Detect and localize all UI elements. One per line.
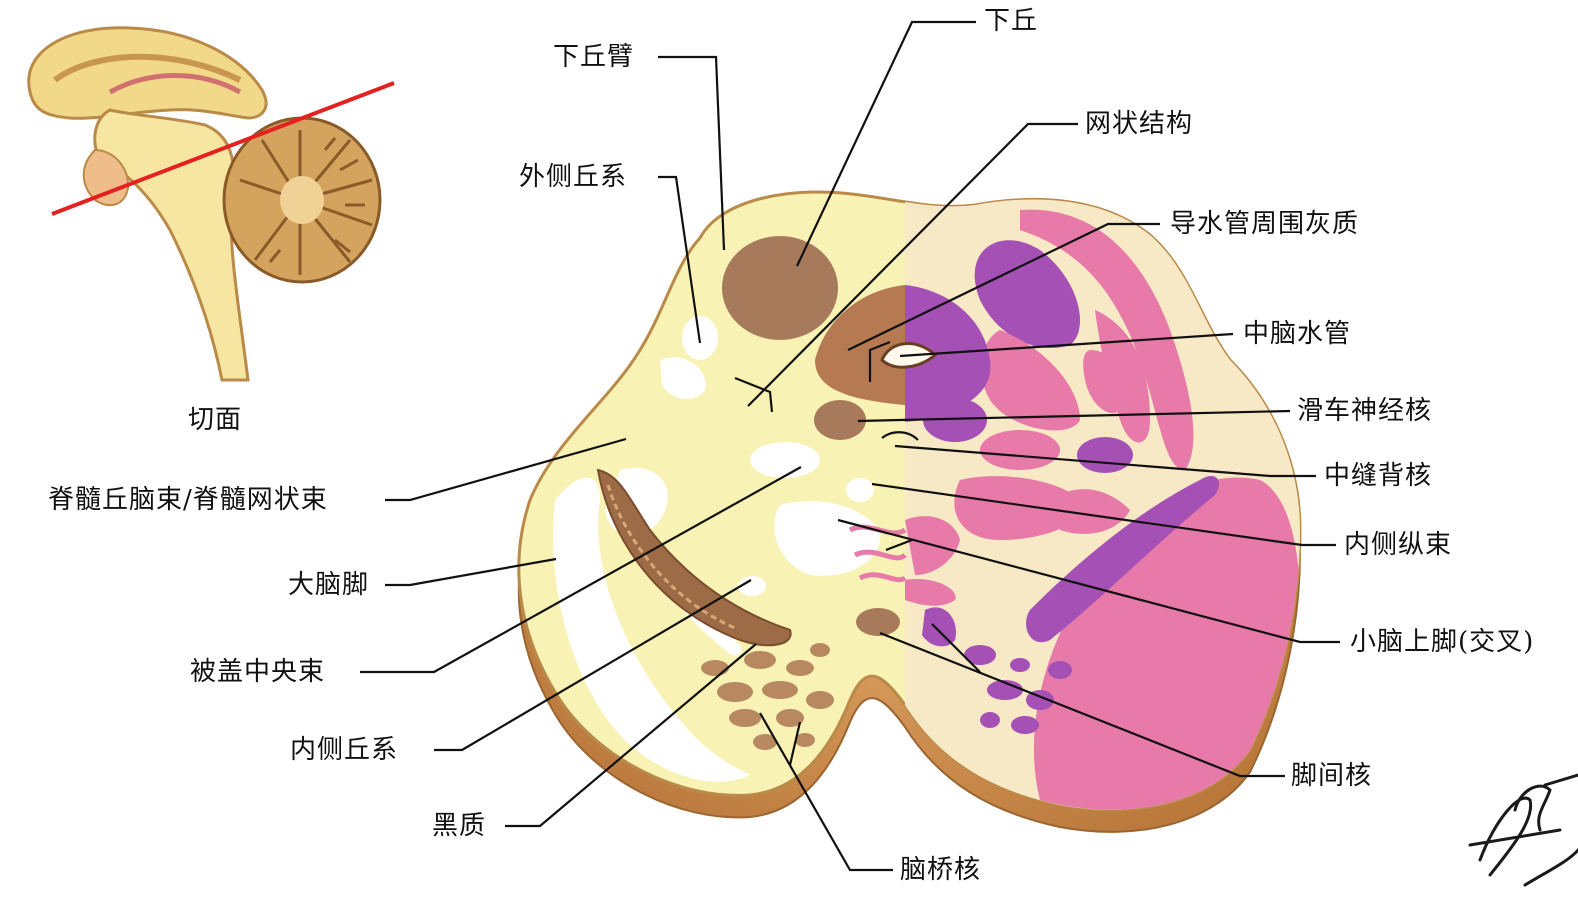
label-cerebral-aqueduct: 中脑水管 [1243,319,1351,349]
label-inferior-colliculus: 下丘 [984,6,1038,36]
midbrain-section [519,180,1325,832]
brainstem [95,110,248,380]
inferior-colliculus-shape [722,236,838,340]
label-lateral-lemniscus: 外侧丘系 [519,162,627,192]
label-reticular-formation: 网状结构 [1085,109,1193,139]
label-medial-lemniscus: 内侧丘系 [290,735,398,765]
label-interpeduncular-nucleus: 脚间核 [1291,761,1372,791]
label-brachium-inferior-colliculus: 下丘臂 [553,42,634,72]
label-pontine-nuclei: 脑桥核 [900,855,981,885]
label-medial-longitudinal-fasciculus: 内侧纵束 [1344,530,1452,560]
label-spinothalamic-tract: 脊髓丘脑束/脊髓网状束 [48,485,328,515]
label-trochlear-nucleus: 滑车神经核 [1297,396,1432,426]
sagittal-brain-inset [29,28,394,380]
label-substantia-nigra: 黑质 [432,811,486,841]
interpeduncular-nucleus-shape [856,608,900,636]
label-periaqueductal-gray: 导水管周围灰质 [1170,209,1359,239]
inset-caption: 切面 [188,405,242,435]
label-dorsal-raphe-nucleus: 中缝背核 [1324,461,1432,491]
label-central-tegmental-tract: 被盖中央束 [190,657,325,687]
label-superior-cerebellar-peduncle: 小脑上脚(交叉) [1350,627,1534,657]
label-cerebral-peduncle: 大脑脚 [288,570,369,600]
artist-signature [1470,775,1578,885]
